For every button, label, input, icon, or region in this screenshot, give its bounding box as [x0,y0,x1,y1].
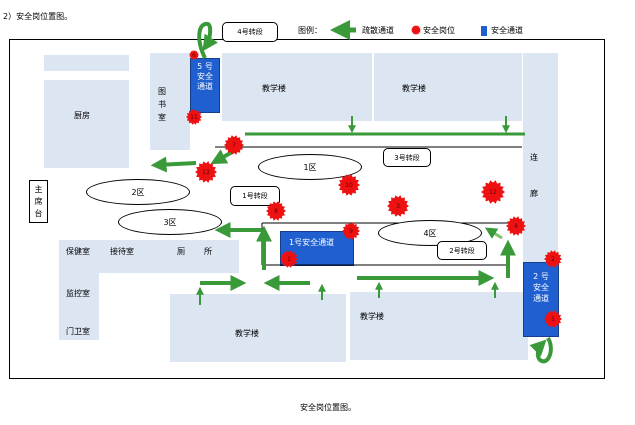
legend-post-label: 安全岗位 [423,26,455,35]
safety-post-number: 1 [287,256,291,263]
reception-stand-label: 主席台 [34,185,43,218]
safety-post-number: 4 [514,223,518,230]
safety-post-number: 3 [396,203,400,210]
zone-2: 2区 [86,179,190,205]
safety-channel-5: 5 号 安全 通道 [190,58,220,113]
safety-post-8: 8 [266,201,286,221]
safety-post-11: 11 [186,109,202,125]
building-teach-1 [222,53,372,121]
building-service-top [59,240,239,273]
teach-4-label: 教学楼 [360,312,384,321]
legend-channel-label: 安全通道 [491,26,523,35]
corridor-label: 连廊 [530,153,538,198]
safety-post-13: 13 [195,161,217,183]
legend-channel-swatch [481,26,487,36]
reception-room-label: 接待室 [110,247,134,256]
safety-post-number: 13 [202,169,210,176]
teach-1-label: 教学楼 [262,84,286,93]
figure-caption: 安全岗位置图。 [300,403,356,412]
callout-turn-1: 1号转段 [230,186,280,206]
callout-turn-2: 2号转段 [437,241,487,260]
building-top-left [44,55,129,71]
building-library [150,53,190,150]
safety-post-7: 7 [224,135,244,155]
safety-post-number: 7 [232,142,236,149]
safety-post-number: 9 [349,228,353,235]
safety-post-number: 6 [192,52,196,59]
safety-post-2: 2 [544,250,562,268]
safety-post-1: 1 [280,250,298,268]
building-teach-4 [350,292,528,360]
safety-post-4: 4 [506,216,526,236]
building-kitchen [44,80,129,168]
legend-title: 图例： [298,26,322,35]
health-room-label: 保健室 [66,247,90,256]
teach-3-label: 教学楼 [235,329,259,338]
safety-post-5: 5 [544,310,562,328]
reception-stand [29,180,48,223]
zone-3: 3区 [118,209,222,235]
guard-room-label: 门卫室 [66,327,90,336]
toilet-label-b: 所 [204,247,212,256]
safety-post-9: 9 [342,222,360,240]
safety-post-number: 5 [551,316,555,323]
page-heading: 2）安全岗位置图。 [3,12,73,21]
safety-post-3: 3 [387,195,409,217]
safety-post-number: 2 [551,256,555,263]
legend-post-marker [411,25,421,35]
building-teach-2 [374,53,522,121]
kitchen-label: 厨房 [74,111,90,120]
callout-turn-3: 3号转段 [383,148,431,167]
toilet-label-a: 厕 [177,247,185,256]
callout-turn-4: 4号转段 [222,22,278,42]
teach-2-label: 教学楼 [402,84,426,93]
safety-post-6: 6 [189,50,199,60]
campus-boundary [9,39,605,379]
library-label: 图书室 [158,87,166,122]
safety-post-10: 10 [338,174,360,196]
safety-post-number: 12 [489,189,497,196]
building-teach-3 [170,294,346,362]
zone-1: 1区 [258,154,362,180]
monitor-room-label: 监控室 [66,289,90,298]
legend-evac-label: 疏散通道 [362,26,394,35]
safety-post-number: 11 [190,114,198,121]
safety-post-number: 8 [274,208,278,215]
safety-post-12: 12 [481,180,505,204]
safety-post-number: 10 [345,182,353,189]
building-service-left [59,273,99,340]
